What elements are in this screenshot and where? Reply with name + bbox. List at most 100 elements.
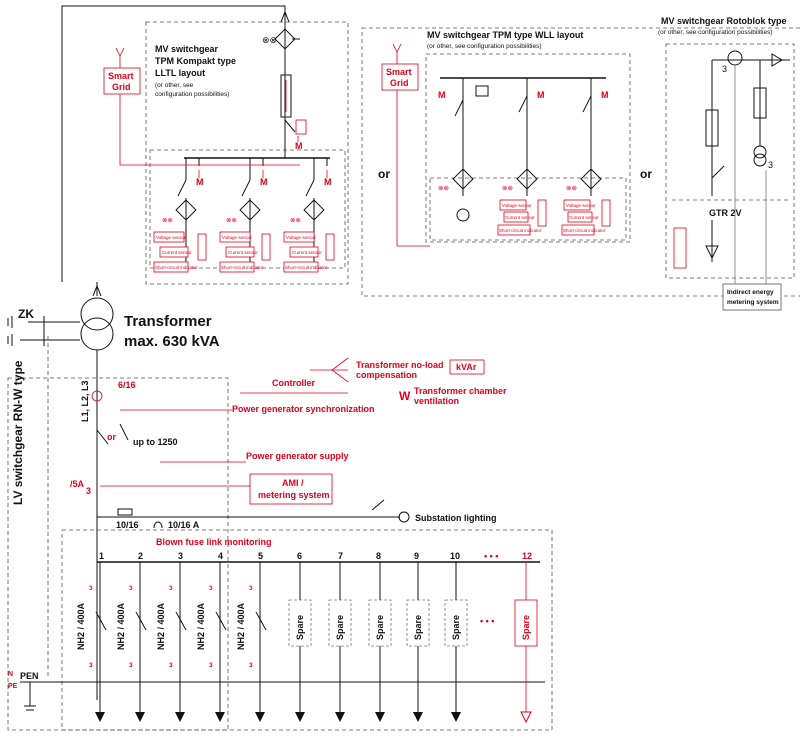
feeder-4: 4 NH2 / 400A bbox=[196, 551, 227, 722]
svg-text:3: 3 bbox=[129, 662, 133, 669]
ct-ratio: 6/16 bbox=[118, 380, 136, 390]
gen-supply: Power generator supply bbox=[246, 451, 349, 461]
svg-text:4: 4 bbox=[218, 551, 223, 561]
zk-label: ZK bbox=[18, 307, 34, 321]
lv-switchgear-title: LV switchgear RN-W type bbox=[11, 360, 25, 505]
svg-text:Current sensor: Current sensor bbox=[569, 215, 599, 220]
svg-text:NH2 / 400A: NH2 / 400A bbox=[236, 602, 246, 650]
svg-text:⊗⊗: ⊗⊗ bbox=[290, 217, 301, 224]
svg-text:3: 3 bbox=[89, 662, 93, 669]
svg-text:⊗⊗: ⊗⊗ bbox=[262, 35, 277, 45]
mv-kompakt-note2: configuration possibilities) bbox=[155, 91, 229, 98]
kompakt-bay-3: ⊗⊗ M Voltage sensor Current sensor Short… bbox=[283, 158, 335, 273]
svg-text:⊗⊗: ⊗⊗ bbox=[162, 217, 173, 224]
wll-bay-3: ⊗⊗ M Voltage sensor Current sensor Short… bbox=[561, 78, 611, 236]
svg-text:7: 7 bbox=[338, 551, 343, 561]
svg-text:M: M bbox=[537, 90, 545, 100]
feeder-7: 7 Spare bbox=[328, 551, 352, 722]
smart-grid-left-line1: Smart bbox=[108, 71, 134, 81]
svg-text:Short-circuit indicator: Short-circuit indicator bbox=[563, 228, 606, 233]
feeder-3: 3 NH2 / 400A bbox=[156, 551, 187, 722]
transformer-rating: max. 630 kVA bbox=[124, 333, 220, 350]
ventilation2: ventilation bbox=[414, 396, 459, 406]
smart-grid-left-line2: Grid bbox=[112, 82, 131, 92]
ct2-label: /5A bbox=[70, 479, 85, 489]
mv-kompakt-note1: (or other, see bbox=[155, 82, 194, 89]
feeder-dots: • • • bbox=[484, 551, 498, 561]
feeder-1: 1 NH2 / 400A bbox=[76, 551, 107, 722]
kompakt-bay-2: ⊗⊗ M Voltage sensor Current sensor Short… bbox=[219, 158, 271, 273]
mv-rotoblok-title: MV switchgear Rotoblok type bbox=[661, 16, 787, 26]
gen-sync: Power generator synchronization bbox=[232, 404, 375, 414]
spare-dots: • • • bbox=[480, 616, 494, 626]
smart-grid-wll-line1: Smart bbox=[386, 67, 412, 77]
svg-text:NH2 / 400A: NH2 / 400A bbox=[76, 602, 86, 650]
svg-text:Short-circuit indicator: Short-circuit indicator bbox=[155, 265, 198, 270]
wll-bay-2: ⊗⊗ M Voltage sensor Current sensor Short… bbox=[497, 78, 547, 236]
svg-text:Voltage sensor: Voltage sensor bbox=[222, 235, 252, 240]
kompakt-bay-1: ⊗⊗ M Voltage sensor Current sensor Short… bbox=[153, 158, 207, 273]
substation-lighting: Substation lighting bbox=[415, 513, 497, 523]
svg-text:Spare: Spare bbox=[413, 615, 423, 640]
mv-kompakt-section: MV switchgear TPM Kompakt type LLTL layo… bbox=[145, 10, 349, 285]
ct2-three: 3 bbox=[86, 486, 91, 496]
svg-text:Voltage sensor: Voltage sensor bbox=[502, 203, 532, 208]
ventilation1: Transformer chamber bbox=[414, 386, 507, 396]
svg-text:M: M bbox=[196, 177, 204, 187]
feeder-5: 5 NH2 / 400A bbox=[236, 551, 267, 722]
controller-label: Controller bbox=[272, 378, 315, 388]
mv-rotoblok-section: MV switchgear Rotoblok type (or other, s… bbox=[658, 16, 795, 311]
svg-text:M: M bbox=[601, 90, 609, 100]
svg-text:5: 5 bbox=[258, 551, 263, 561]
blown-fuse-label: Blown fuse link monitoring bbox=[156, 537, 272, 547]
noload-comp2: compensation bbox=[356, 370, 417, 380]
feeder-12: 12 Spare bbox=[514, 551, 538, 724]
svg-text:1: 1 bbox=[99, 551, 104, 561]
svg-text:9: 9 bbox=[414, 551, 419, 561]
svg-text:3: 3 bbox=[169, 585, 173, 592]
feeder-10: 10 Spare bbox=[444, 551, 468, 722]
metering-line1: Indirect energy bbox=[727, 289, 774, 296]
svg-text:Spare: Spare bbox=[375, 615, 385, 640]
svg-text:Short-circuit indicator: Short-circuit indicator bbox=[285, 265, 328, 270]
svg-text:Spare: Spare bbox=[335, 615, 345, 640]
svg-text:NH2 / 400A: NH2 / 400A bbox=[156, 602, 166, 650]
svg-text:Short-circuit indicator: Short-circuit indicator bbox=[499, 228, 542, 233]
svg-text:3: 3 bbox=[209, 585, 213, 592]
smart-grid-wll-line2: Grid bbox=[390, 78, 409, 88]
or-small: or bbox=[107, 432, 116, 442]
mv-wll-note: (or other, see configuration possibiliti… bbox=[427, 43, 542, 50]
mv-kompakt-title1: MV switchgear bbox=[155, 44, 219, 54]
svg-text:Spare: Spare bbox=[295, 615, 305, 640]
svg-text:Current sensor: Current sensor bbox=[292, 250, 322, 255]
phase-label: L1, L2, L3 bbox=[80, 380, 90, 422]
m-kompakt-top: M bbox=[295, 141, 303, 151]
mv-rotoblok-note: (or other, see configuration possibiliti… bbox=[658, 29, 773, 36]
w-letter: W bbox=[399, 389, 411, 403]
svg-text:Spare: Spare bbox=[521, 615, 531, 640]
mv-wll-title: MV switchgear TPM type WLL layout bbox=[427, 30, 583, 40]
feeder-6: 6 Spare bbox=[288, 551, 312, 722]
breaker-label: up to 1250 bbox=[133, 437, 178, 447]
svg-text:Current sensor: Current sensor bbox=[162, 250, 192, 255]
svg-text:M: M bbox=[260, 177, 268, 187]
svg-text:3: 3 bbox=[722, 64, 727, 74]
smart-grid-left: Smart Grid bbox=[103, 47, 300, 166]
pen-label: PEN bbox=[20, 671, 39, 681]
ami-line1: AMI / bbox=[282, 478, 304, 488]
svg-text:3: 3 bbox=[768, 160, 773, 170]
transformer-title: Transformer bbox=[124, 313, 212, 330]
svg-text:3: 3 bbox=[129, 585, 133, 592]
svg-text:NH2 / 400A: NH2 / 400A bbox=[116, 602, 126, 650]
svg-text:⊗⊗: ⊗⊗ bbox=[566, 185, 577, 192]
svg-text:Voltage sensor: Voltage sensor bbox=[156, 235, 186, 240]
noload-comp1: Transformer no-load bbox=[356, 360, 444, 370]
or-1: or bbox=[378, 167, 390, 181]
svg-text:3: 3 bbox=[209, 662, 213, 669]
svg-text:NH2 / 400A: NH2 / 400A bbox=[196, 602, 206, 650]
mv-kompakt-title3: LLTL layout bbox=[155, 68, 205, 78]
metering-line2: metering system bbox=[727, 299, 779, 306]
feeder-9: 9 Spare bbox=[406, 551, 430, 722]
or-2: or bbox=[640, 167, 652, 181]
lv-switchgear: LV switchgear RN-W type 6/16 L1, L2, L3 … bbox=[7, 357, 553, 731]
